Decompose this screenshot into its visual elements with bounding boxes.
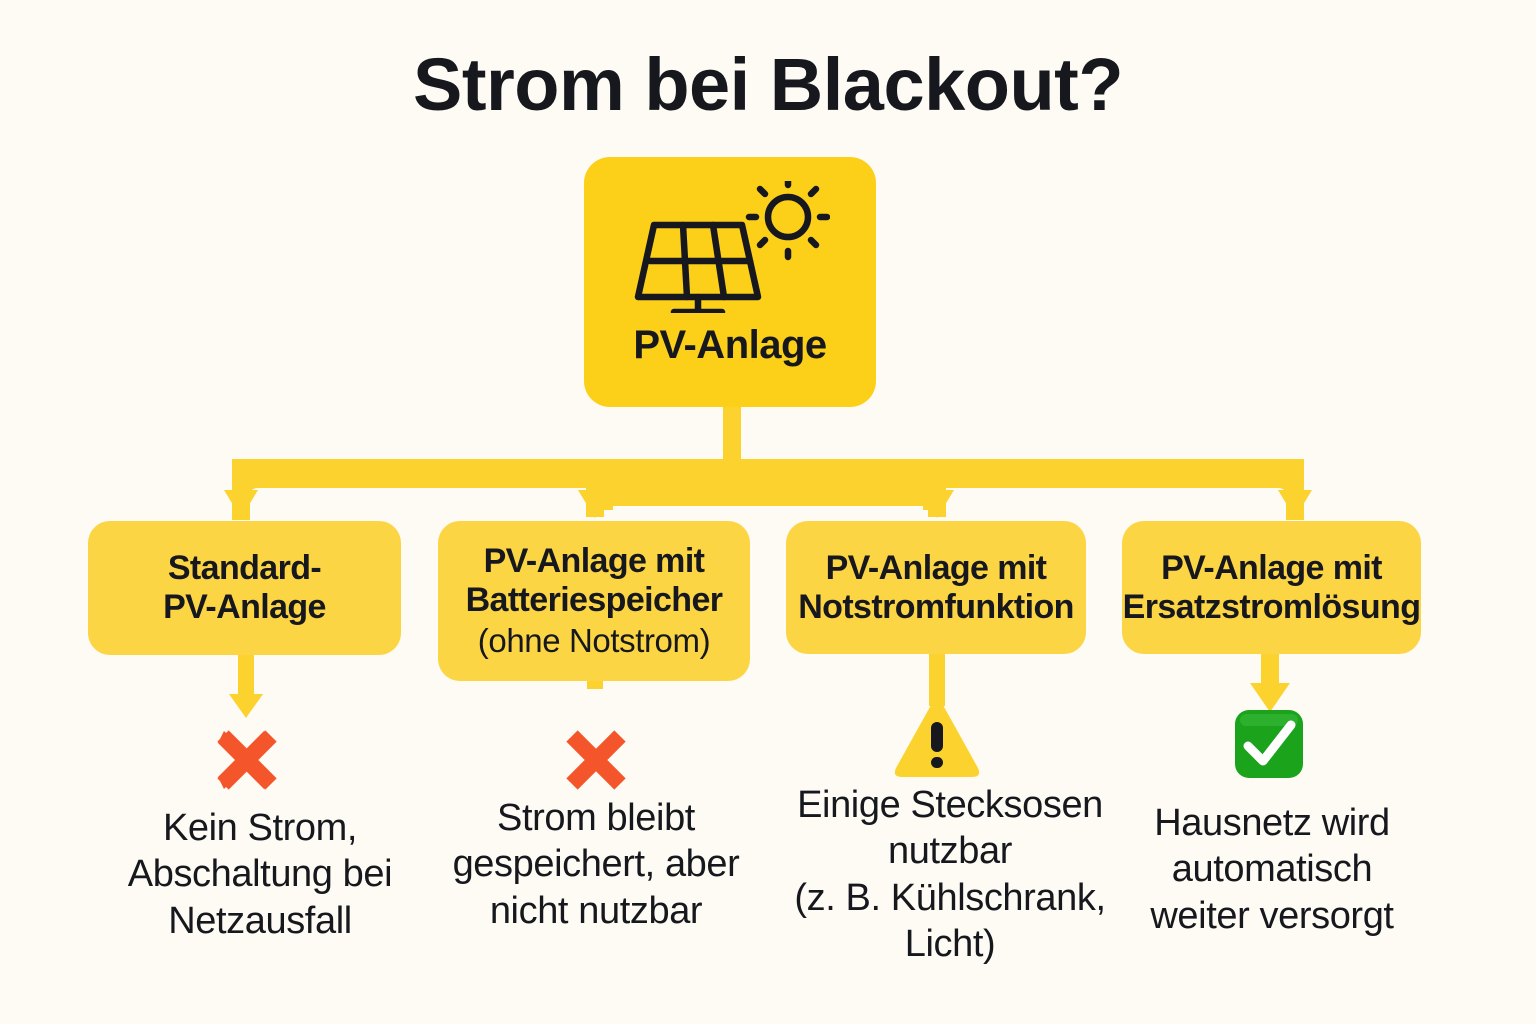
outcome-caption: Kein Strom, Abschaltung bei Netzausfall <box>127 807 393 942</box>
branch-box-batteriespeicher[interactable]: PV-Anlage mit Batteriespeicher (ohne Not… <box>438 521 750 681</box>
warning-triangle-icon <box>894 702 980 777</box>
branch-title: PV-Anlage mit Ersatzstromlösung <box>1122 548 1421 626</box>
branch-title: PV-Anlage mit Notstromfunktion <box>798 548 1074 626</box>
branch-title: PV-Anlage mit Batteriespeicher <box>465 542 723 619</box>
root-node-pv-anlage[interactable]: PV-Anlage <box>584 157 876 407</box>
branch-box-standard-pv-anlage[interactable]: Standard- PV-Anlage <box>88 521 401 655</box>
branch-subtitle: (ohne Notstrom) <box>477 621 711 659</box>
outcome-icon-slot <box>1233 708 1305 780</box>
green-check-icon <box>1235 710 1303 778</box>
outcome-caption: Strom bleibt gespeichert, aber nicht nut… <box>452 797 740 932</box>
root-node-label: PV-Anlage <box>633 323 827 367</box>
outcome-icon-slot <box>212 725 282 795</box>
x-mark-icon <box>566 730 626 790</box>
x-mark-icon <box>217 730 277 790</box>
solar-panel-sun-icon <box>634 181 830 313</box>
branch-box-notstromfunktion[interactable]: PV-Anlage mit Notstromfunktion <box>786 521 1086 654</box>
outcome-caption: Hausnetz wird automatisch weiter versorg… <box>1150 802 1394 937</box>
outcome-icon-slot <box>892 700 982 780</box>
page-title: Strom bei Blackout? <box>412 43 1124 126</box>
outcome-caption: Einige Stecksosen nutzbar (z. B. Kühlsch… <box>794 784 1106 966</box>
outcome-icon-slot <box>561 725 631 795</box>
branch-box-ersatzstromloesung[interactable]: PV-Anlage mit Ersatzstromlösung <box>1122 521 1421 654</box>
branch-title: Standard- PV-Anlage <box>163 549 326 626</box>
